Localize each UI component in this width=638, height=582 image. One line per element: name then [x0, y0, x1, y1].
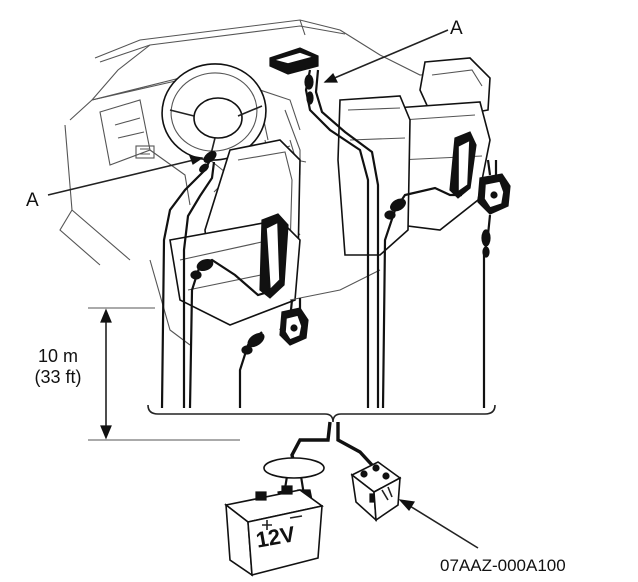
callout-a-left: A	[26, 190, 39, 211]
passenger-seat	[337, 57, 491, 256]
battery-icon	[224, 485, 324, 577]
dimension-marker	[88, 307, 240, 441]
harness-wires	[160, 69, 498, 409]
dimension-metric: 10 m	[37, 346, 79, 366]
deployment-tool	[350, 461, 402, 522]
tool-pointer-arrow	[398, 499, 479, 549]
wire-bundle-bracket	[147, 404, 496, 423]
seatbelt-tensioner-passenger	[477, 173, 511, 215]
driver-seat	[169, 139, 301, 326]
callout-a-top: A	[450, 18, 463, 39]
overhead-module	[269, 47, 319, 75]
figure-code: 07AAZ-000A100	[440, 556, 566, 575]
callout-leaders	[47, 29, 449, 196]
dimension-imperial: (33 ft)	[34, 367, 82, 387]
steering-wheel	[161, 63, 267, 193]
seatbelt-tensioner-driver	[279, 307, 309, 346]
vehicle-body-outline	[59, 19, 471, 266]
harness-connectors	[190, 74, 491, 355]
dimension-label: 10 m (33 ft)	[18, 346, 98, 388]
